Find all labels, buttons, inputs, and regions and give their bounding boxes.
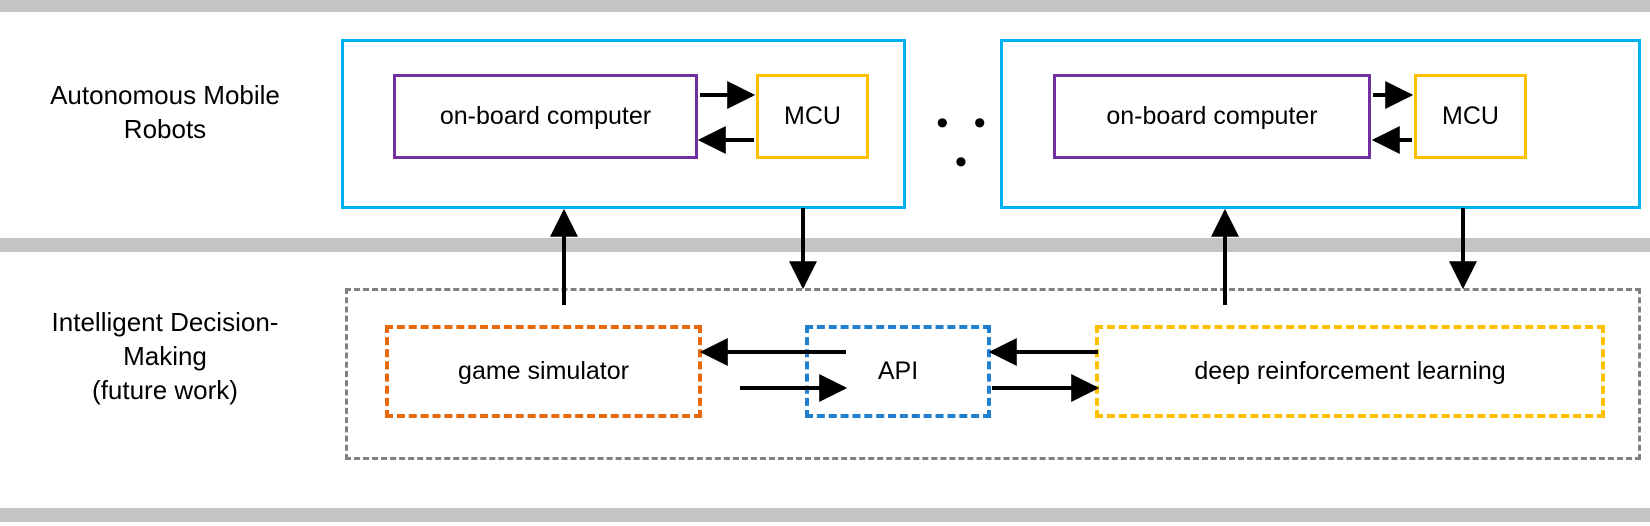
robots-ellipsis: • • • <box>936 104 994 181</box>
row-label-intelligent-decision-making: Intelligent Decision- Making (future wor… <box>0 305 330 407</box>
intelligent-decision-making-container <box>345 288 1641 460</box>
row-label-autonomous-mobile-robots: Autonomous Mobile Robots <box>0 78 330 146</box>
game-simulator-box[interactable]: game simulator <box>385 325 702 418</box>
api-box[interactable]: API <box>805 325 991 418</box>
robot-container-1 <box>341 39 906 209</box>
mcu-label-1: MCU <box>784 102 841 130</box>
on-board-computer-box-2[interactable]: on-board computer <box>1053 74 1371 159</box>
row-label-idm-line3: (future work) <box>92 375 238 405</box>
divider-bar-bottom <box>0 508 1650 522</box>
row-label-amr-line2: Robots <box>123 114 207 144</box>
row-label-idm-line1: Intelligent Decision- <box>51 307 279 337</box>
on-board-computer-label-1: on-board computer <box>439 102 652 130</box>
mcu-label-2: MCU <box>1442 102 1499 130</box>
mcu-box-1[interactable]: MCU <box>756 74 869 159</box>
robot-container-2 <box>1000 39 1641 209</box>
mcu-box-2[interactable]: MCU <box>1414 74 1527 159</box>
row-label-amr-line1: Autonomous Mobile <box>50 80 280 110</box>
deep-reinforcement-learning-label: deep reinforcement learning <box>1194 357 1506 385</box>
divider-bar-top <box>0 0 1650 12</box>
on-board-computer-label-2: on-board computer <box>1106 102 1318 130</box>
api-label: API <box>877 357 919 385</box>
on-board-computer-box-1[interactable]: on-board computer <box>393 74 698 159</box>
deep-reinforcement-learning-box[interactable]: deep reinforcement learning <box>1095 325 1605 418</box>
row-label-idm-line2: Making <box>123 341 207 371</box>
game-simulator-label: game simulator <box>458 357 629 385</box>
divider-bar-middle <box>0 238 1650 252</box>
